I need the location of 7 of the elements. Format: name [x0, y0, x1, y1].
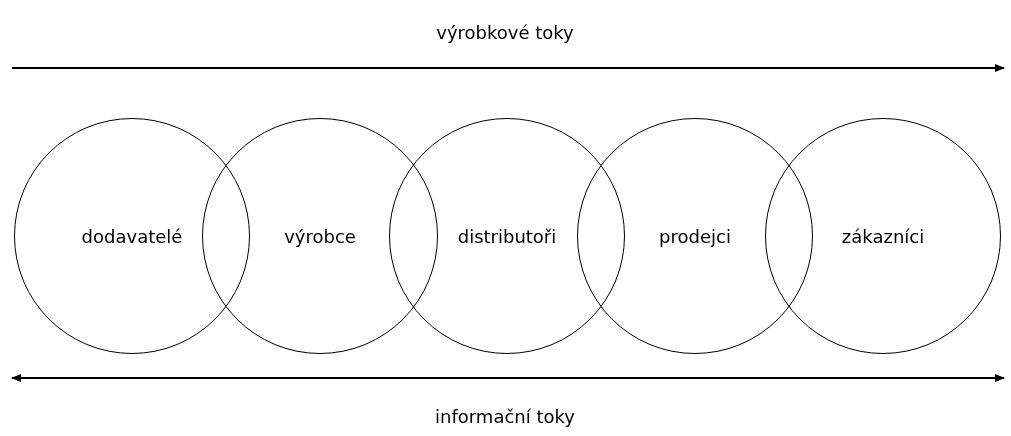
circle-label: prodejci [659, 225, 731, 247]
flow-label: výrobkové toky [436, 22, 574, 43]
flow-label: informační toky [435, 406, 575, 427]
circle-label: distributoři [457, 225, 557, 247]
circle-label: dodavatelé [81, 225, 183, 247]
circle-label: zákazníci [841, 225, 925, 247]
circle-label: výrobce [284, 225, 356, 247]
